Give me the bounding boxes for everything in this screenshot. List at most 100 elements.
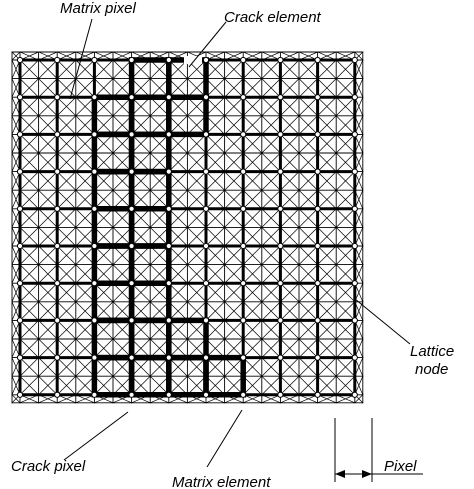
diagonal-element [205,208,226,228]
diagonal-element [298,357,319,377]
lattice-node [128,317,135,324]
label-node: node [415,361,448,378]
diagonal-element [242,226,263,247]
lattice-node [54,131,61,138]
diagonal-element [261,152,281,173]
diagonal-element [38,226,58,247]
diagonal-element [224,78,244,98]
diagonal-element [112,133,133,154]
lattice-node [202,242,210,250]
lattice-node [314,131,321,138]
diagonal-element [168,319,188,340]
diagonal-element [168,171,188,191]
diagonal-element [335,152,356,173]
lattice-node [16,205,24,212]
diagonal-element [112,171,133,191]
diagonal-element [38,152,58,173]
label-lattice: Lattice [410,343,454,360]
lattice-node [91,391,98,398]
diagonal-element [19,226,40,247]
diagonal-element [317,357,337,377]
diagonal-element [112,338,133,359]
diagonal-element [75,264,95,284]
diagonal-element [224,133,244,154]
lattice-node [351,242,358,250]
diagonal-element [131,226,151,247]
diagonal-element [149,226,170,247]
diagonal-element [317,208,337,228]
lattice-node [165,56,172,64]
diagonal-element [298,171,319,191]
diagonal-element [56,264,77,284]
label-crack-element: Crack element [224,9,322,26]
lattice-node [54,280,61,287]
diagonal-element [93,226,114,247]
lattice-node [240,280,247,287]
lattice-node [91,280,98,287]
lattice-node [165,242,172,250]
diagonal-element [261,96,281,117]
diagonal-element [186,282,207,303]
lattice-node [91,317,98,324]
diagonal-element [242,133,263,154]
diagonal-element [75,78,95,98]
diagonal-element [38,208,58,228]
diagonal-element [205,133,226,154]
lattice-node [240,317,247,324]
lattice-node [165,131,172,138]
diagonal-element [279,78,300,98]
diagonal-element [335,319,356,340]
diagonal-element [186,171,207,191]
diagonal-element [298,338,319,359]
pixel-arrow-right [362,470,372,478]
diagonal-element [335,115,356,135]
diagonal-element [261,282,281,303]
diagonal-element [11,51,21,61]
diagonal-element [93,208,114,228]
diagonal-element [149,357,170,377]
diagonal-element [56,226,77,247]
diagonal-element [205,282,226,303]
diagonal-element [205,264,226,284]
gap-marker [184,56,202,64]
lattice-node [240,131,247,138]
diagonal-element [242,301,263,321]
lattice-node [240,94,247,101]
diagonal-element [224,375,244,396]
lattice-node [240,56,247,64]
diagonal-element [168,189,188,210]
diagonal-element [131,282,151,303]
diagonal-element [38,115,58,135]
diagonal-element [335,171,356,191]
diagonal-element [279,133,300,154]
diagonal-element [112,59,133,80]
diagonal-element [93,357,114,377]
lattice-node [165,317,172,324]
lattice-node [240,391,247,398]
diagonal-element [131,301,151,321]
diagonal-element [279,152,300,173]
diagonal-element [261,115,281,135]
diagonal-element [75,189,95,210]
diagonal-element [261,226,281,247]
diagonal-element [93,115,114,135]
lattice-node [240,242,247,250]
diagonal-element [261,375,281,396]
diagonal-element [298,78,319,98]
diagonal-element [186,357,207,377]
lattice-node [277,354,284,361]
diagonal-element [93,264,114,284]
diagonal-element [56,338,77,359]
diagonal-element [242,208,263,228]
diagonal-element [205,78,226,98]
diagonal-element [335,282,356,303]
diagonal-element [131,189,151,210]
diagonal-element [242,59,263,80]
lattice-node [277,391,284,398]
diagonal-element [149,133,170,154]
diagonal-element [205,357,226,377]
diagonal-element [131,171,151,191]
matrix-element-diagonals [11,51,364,404]
diagonal-element [261,133,281,154]
